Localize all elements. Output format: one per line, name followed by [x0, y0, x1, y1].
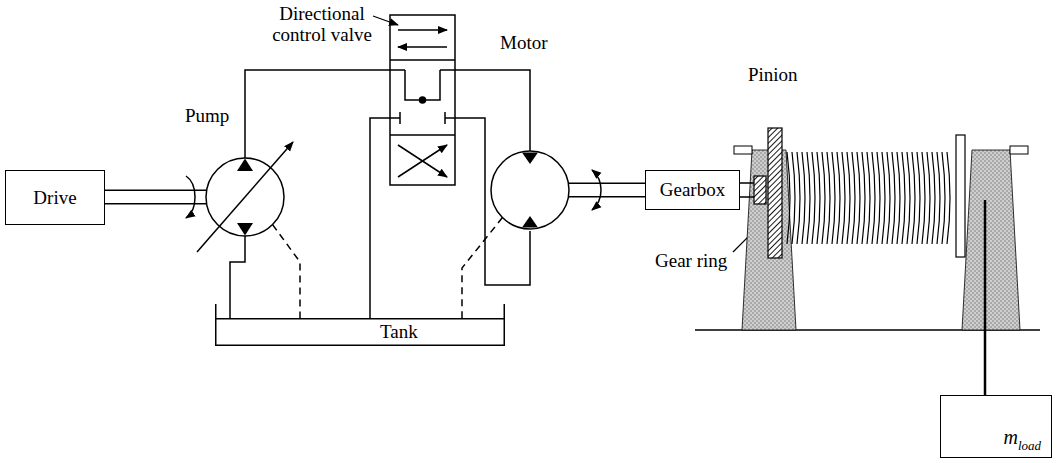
rotation-arrow — [186, 176, 195, 218]
motor-symbol: Motor — [490, 150, 570, 230]
drain-line — [273, 225, 300, 318]
pump-outline — [205, 157, 285, 237]
gear-ring-label-holder: Gear ring — [655, 250, 727, 272]
tank-symbol: Tank — [215, 318, 505, 346]
valve-label-holder: Directional control valve — [262, 4, 382, 46]
motor-label: Motor — [500, 32, 580, 54]
pinion-label: Pinion — [748, 64, 798, 86]
suction-line — [230, 236, 245, 318]
tank-outline — [215, 318, 505, 346]
motor-outline — [490, 150, 570, 230]
valve-label: Directional control valve — [262, 4, 382, 46]
pinion-label-holder: Pinion — [748, 64, 798, 86]
winch-drum — [695, 128, 1040, 395]
drive-shaft — [105, 197, 206, 198]
leader-arrow — [373, 16, 398, 25]
hydraulic-line — [245, 70, 530, 318]
mass-symbol: m — [1003, 426, 1017, 449]
load-mass-box: mload — [940, 395, 1052, 458]
variable-displacement-arrow — [197, 142, 293, 252]
gearbox-box: Gearbox — [645, 170, 740, 210]
tank-label: Tank — [380, 321, 670, 343]
rotation-arrow — [592, 170, 601, 210]
drain-line — [462, 218, 502, 318]
pump-label: Pump — [185, 105, 265, 127]
pump-symbol: Pump — [205, 157, 285, 237]
gear-ring-label: Gear ring — [655, 250, 727, 272]
mass-subscript: load — [1018, 439, 1041, 454]
motor-shaft — [569, 190, 645, 191]
directional-valve-symbol — [390, 15, 455, 185]
drive-box: Drive — [5, 170, 105, 225]
gearbox-label: Gearbox — [660, 179, 725, 201]
drive-label: Drive — [33, 187, 76, 209]
